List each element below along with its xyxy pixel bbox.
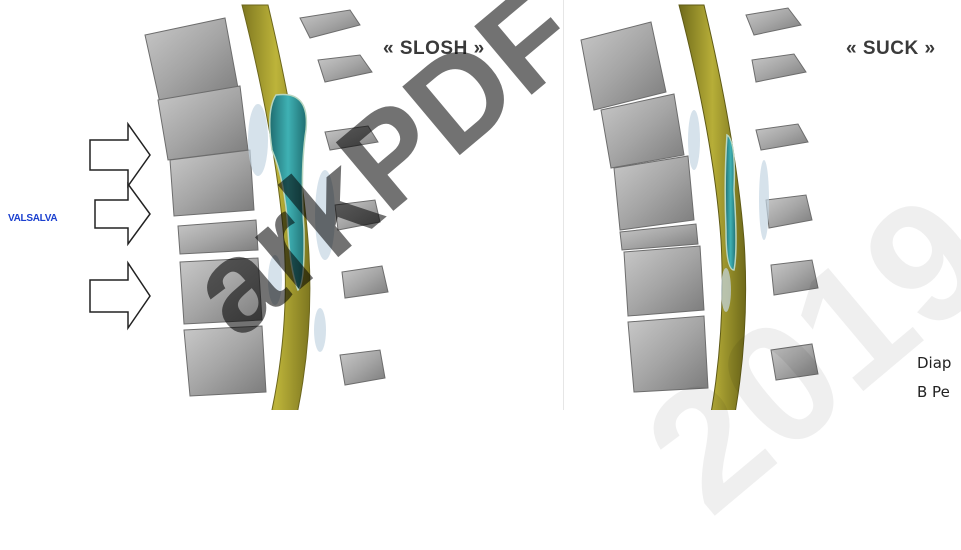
slosh-panel: « SLOSH » VALSALVA [0,0,564,410]
caption-line-2: B Pe [917,383,950,401]
epidural-halo [688,110,700,170]
vertebral-body [581,22,666,110]
spinous-process [771,344,818,380]
vertebral-body [170,150,254,216]
valsalva-label: VALSALVA [8,213,57,224]
spinous-process [752,54,806,82]
epidural-halo [314,308,326,352]
suck-panel: « SUCK » [576,0,961,410]
spinous-process [342,266,388,298]
vertebral-body [624,246,704,316]
epidural-halo [721,268,731,312]
spinous-process [766,195,812,228]
slosh-diagram [0,0,563,410]
arrow-outline-icon [95,184,150,244]
spinous-process [300,10,360,38]
caption-line-1: Diap [917,354,951,372]
spinous-process [340,350,385,385]
csf-pool [725,135,736,270]
vertebral-body [614,156,694,230]
spinous-process [335,200,380,230]
epidural-halo [759,160,769,240]
vertebral-body [180,258,262,324]
spinous-process [318,55,372,82]
arrow-outline-icon [90,124,150,186]
spinous-process [746,8,801,35]
spinous-process [771,260,818,295]
suck-diagram [576,0,961,410]
suck-label: « SUCK » [846,38,936,60]
spinous-process [756,124,808,150]
vertebral-body [184,326,266,396]
vertebral-body [178,220,258,254]
epidural-halo [248,104,268,176]
vertebral-body [628,316,708,392]
epidural-halo [268,255,282,305]
epidural-halo [315,170,335,260]
spinous-process [325,126,378,150]
arrow-outline-icon [90,263,150,328]
slosh-label: « SLOSH » [383,38,485,60]
